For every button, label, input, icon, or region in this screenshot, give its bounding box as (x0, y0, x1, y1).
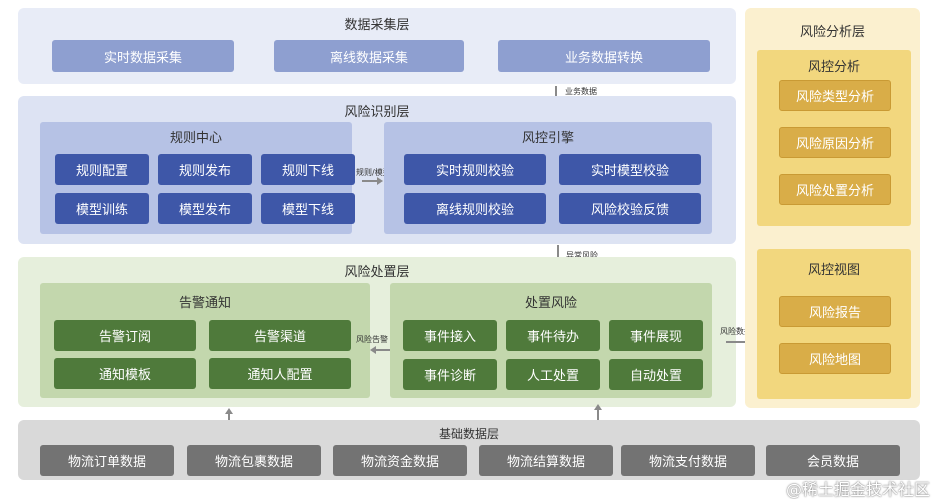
dispose-item: 事件诊断 (403, 359, 497, 390)
control-view-title: 风控视图 (807, 263, 860, 278)
dispose-item: 事件接入 (403, 320, 497, 351)
control-analysis-item: 风险处置分析 (779, 174, 891, 205)
rules-item: 规则配置 (55, 154, 149, 185)
risk-data-label: 风险数据 (720, 327, 752, 336)
alert-item: 告警渠道 (209, 320, 351, 351)
base-item: 物流支付数据 (621, 445, 755, 476)
base-to-dispose-arrow-head (594, 404, 602, 410)
engine-item: 风险校验反馈 (559, 193, 701, 224)
base-item: 物流订单数据 (40, 445, 174, 476)
risk-data-arrow (726, 341, 748, 343)
handle-layer-title: 风险处置层 (344, 265, 410, 280)
rules-item: 模型发布 (158, 193, 252, 224)
control-analysis-title: 风控分析 (807, 60, 860, 75)
control-analysis-item: 风险原因分析 (779, 127, 891, 158)
alert-item: 通知人配置 (209, 358, 351, 389)
base-item: 物流包裹数据 (187, 445, 321, 476)
base-item: 会员数据 (766, 445, 900, 476)
rules-item: 模型下线 (261, 193, 355, 224)
dispose-risk-title: 处置风险 (524, 296, 577, 311)
base-to-alert-arrow-head (225, 408, 233, 414)
risk-alert-arrow (376, 349, 390, 351)
collection-layer: 数据采集层 实时数据采集 离线数据采集 业务数据转换 (18, 8, 736, 84)
engine-item: 实时规则校验 (404, 154, 546, 185)
risk-alert-arrow-head (370, 346, 376, 354)
base-to-alert-arrow (228, 414, 230, 422)
collection-item: 业务数据转换 (498, 40, 710, 72)
business-data-label: 业务数据 (565, 87, 597, 96)
alert-notify-title: 告警通知 (178, 296, 231, 311)
dispose-item: 事件待办 (506, 320, 600, 351)
watermark: @稀土掘金技术社区 (785, 480, 930, 499)
rule-model-label: 规则/模型 (356, 168, 391, 177)
rule-model-arrow-head (377, 177, 383, 185)
engine-item: 离线规则校验 (404, 193, 546, 224)
risk-engine-title: 风控引擎 (521, 131, 574, 146)
base-item: 物流结算数据 (479, 445, 613, 476)
rules-item: 规则发布 (158, 154, 252, 185)
collection-item: 离线数据采集 (274, 40, 464, 72)
control-view-item: 风险报告 (779, 296, 891, 327)
abnormal-risk-label: 异常风险 (566, 251, 598, 260)
control-analysis-item: 风险类型分析 (779, 80, 891, 111)
dispose-item: 人工处置 (506, 359, 600, 390)
rules-item: 规则下线 (261, 154, 355, 185)
analysis-layer-title: 风险分析层 (799, 25, 865, 40)
alert-item: 告警订阅 (54, 320, 196, 351)
identify-layer-title: 风险识别层 (344, 105, 410, 120)
base-item: 物流资金数据 (333, 445, 467, 476)
control-view-item: 风险地图 (779, 343, 891, 374)
base-layer-title: 基础数据层 (438, 427, 499, 441)
base-to-dispose-arrow (597, 410, 599, 422)
rules-item: 模型训练 (55, 193, 149, 224)
collection-item: 实时数据采集 (52, 40, 234, 72)
dispose-item: 事件展现 (609, 320, 703, 351)
engine-item: 实时模型校验 (559, 154, 701, 185)
alert-item: 通知模板 (54, 358, 196, 389)
dispose-item: 自动处置 (609, 359, 703, 390)
risk-alert-label: 风险告警 (356, 335, 388, 344)
rule-model-arrow (362, 180, 378, 182)
collection-layer-title: 数据采集层 (344, 18, 410, 33)
rules-center-title: 规则中心 (169, 131, 222, 146)
